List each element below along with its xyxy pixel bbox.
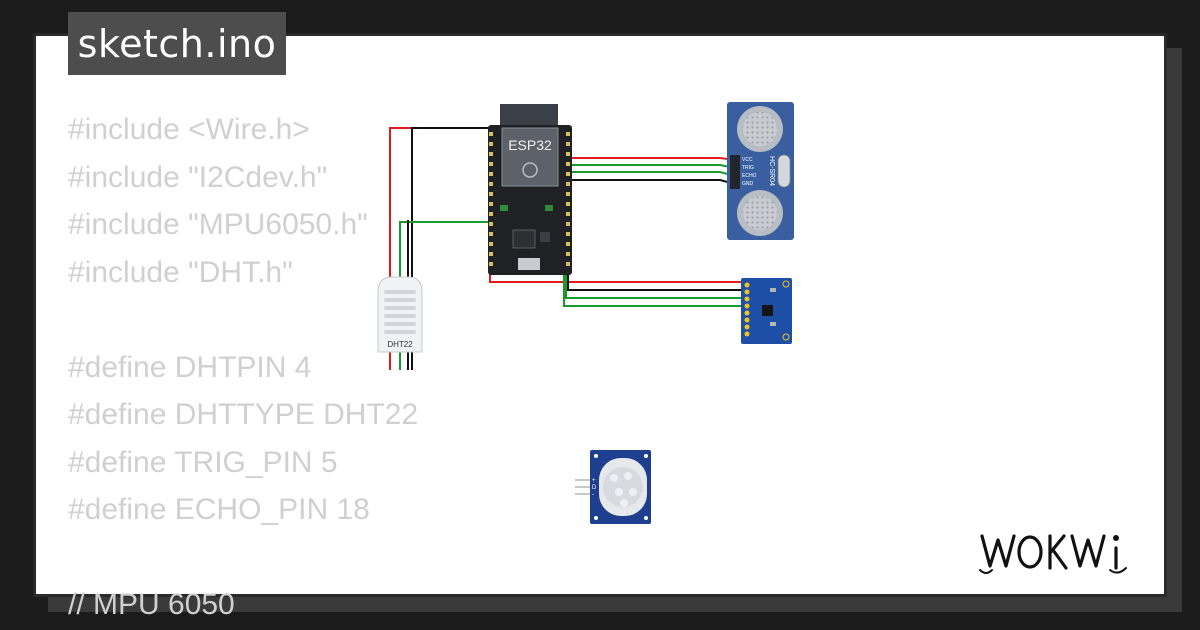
wire-mpu-scl [565,262,745,299]
dht22-label: DHT22 [387,340,413,349]
pir-pin-out: D [592,485,597,491]
code-line: // MPU 6050 [68,588,235,621]
code-line: #include "DHT.h" [68,255,293,289]
code-line: #define TRIG_PIN 5 [68,445,338,479]
preview-card: #include <Wire.h> #include "I2Cdev.h" #inc… [33,33,1167,621]
wire-mpu-sda [563,262,745,307]
ultrasonic-pin-gnd: GND [742,181,754,187]
code-line: #define ECHO_PIN 18 [68,493,370,526]
wire-hc-echo [568,171,736,177]
ultrasonic-pin-echo: ECHO [742,173,757,179]
code-line: #define DHTTYPE DHT22 [68,398,419,431]
ultrasonic-sensor[interactable]: VCC TRIG ECHO GND HC-SR04 [727,102,794,240]
filename-label: sketch.ino [77,21,277,66]
wokwi-logo [979,534,1127,574]
ultrasonic-pin-vcc: VCC [742,157,753,163]
wire-dht-gnd [411,127,490,370]
pir-sensor[interactable]: + D - [575,450,651,524]
code-line: #include "I2Cdev.h" [68,160,328,194]
mpu6050-sensor[interactable] [741,278,792,344]
ultrasonic-pin-trig: TRIG [742,165,754,171]
esp32-board[interactable]: ESP32 [488,104,572,275]
code-line: #define DHTPIN 4 [68,350,312,384]
wire-mpu-gnd [567,262,745,291]
esp32-label: ESP32 [508,137,552,153]
code-snippet: #include <Wire.h> #include "I2Cdev.h" #inc… [68,106,418,629]
dht22-sensor[interactable]: DHT22 [377,276,423,353]
ultrasonic-label: HC-SR04 [768,156,775,186]
wire-hc-gnd [568,179,736,185]
pir-pin-vcc: + [592,478,596,484]
wire-hc-trig [568,164,736,169]
pir-pin-gnd: - [592,492,594,498]
code-line: #include <Wire.h> [68,113,310,146]
code-line: #include "MPU6050.h" [68,208,368,241]
filename-tab: sketch.ino [68,12,286,75]
